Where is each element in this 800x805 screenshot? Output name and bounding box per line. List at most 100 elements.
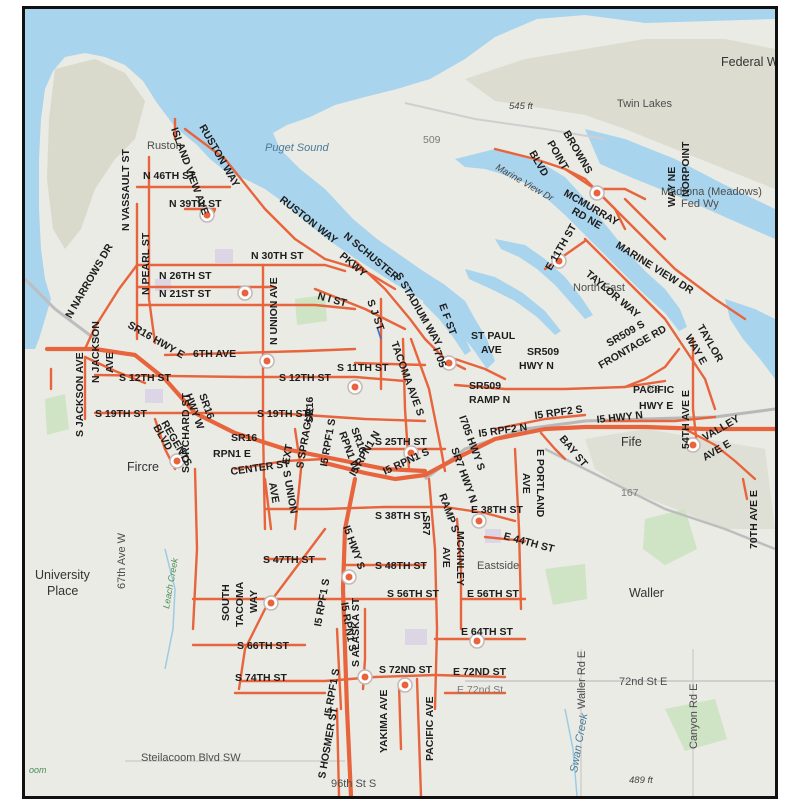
base-creek-swan xyxy=(564,708,578,796)
street-54th-ave: 54TH AVE E xyxy=(680,390,692,449)
route-st-paul-ave[interactable] xyxy=(453,357,507,381)
street-n-vassault: N VASSAULT ST xyxy=(120,149,132,231)
label-puget: Puget Sound xyxy=(265,142,329,154)
green-park-3 xyxy=(665,699,727,751)
street-e-56th: E 56TH ST xyxy=(467,588,520,600)
marker-s-25th[interactable] xyxy=(403,445,419,461)
route-i5-south[interactable] xyxy=(340,476,358,796)
marker-pacific-ave[interactable] xyxy=(397,677,413,693)
route-e-portland-ave[interactable] xyxy=(513,447,523,611)
route-yakima-ave[interactable] xyxy=(397,683,403,751)
route-s-38th-st[interactable] xyxy=(263,505,447,511)
street-sprague-2: EXT xyxy=(280,443,295,466)
route-s-union-ave[interactable] xyxy=(263,477,273,531)
route-n-i-st[interactable] xyxy=(313,287,407,331)
street-s-56th: S 56TH ST xyxy=(387,588,440,600)
street-sr509-ramp-2: RAMP N xyxy=(469,394,510,406)
street-6th-ave: 6TH AVE xyxy=(193,348,236,360)
street-norpoint-2: WAY NE xyxy=(666,167,678,207)
marker-e-11th[interactable] xyxy=(551,253,567,269)
marker-s-11th[interactable] xyxy=(347,379,363,395)
marker-e-38th[interactable] xyxy=(471,513,487,529)
route-i705[interactable] xyxy=(409,337,447,473)
route-s-orchard-st[interactable] xyxy=(191,467,199,631)
route-sr509-frontage[interactable] xyxy=(623,347,681,389)
route-pacific-ave[interactable] xyxy=(415,677,423,796)
route-e-11th-st[interactable] xyxy=(543,239,587,271)
route-valley-ave-e[interactable] xyxy=(683,427,757,481)
route-marine-view-connector[interactable] xyxy=(593,187,647,201)
marker-s-48th[interactable] xyxy=(341,569,357,585)
street-s-66th: S 66TH ST xyxy=(237,640,290,652)
marker-i705[interactable] xyxy=(441,355,457,371)
route-n-schuster-pkwy[interactable] xyxy=(353,259,427,341)
route-network xyxy=(44,117,775,796)
label-fife: Fife xyxy=(621,435,642,449)
street-n-pearl: N PEARL ST xyxy=(140,232,152,295)
route-s-hosmer-st[interactable] xyxy=(335,707,341,796)
base-road-narrows xyxy=(25,277,96,341)
street-n-26th: N 26TH ST xyxy=(159,270,212,282)
route-taylor-way[interactable] xyxy=(583,237,717,411)
route-browns-point-blvd[interactable] xyxy=(493,147,587,181)
marker-s-72nd[interactable] xyxy=(357,669,373,685)
route-e-72nd-st[interactable] xyxy=(433,673,507,679)
route-sr509[interactable] xyxy=(453,379,667,391)
route-70th-ave-e[interactable] xyxy=(741,477,749,501)
route-s-12th-st[interactable] xyxy=(93,373,407,383)
street-n-21st: N 21ST ST xyxy=(159,288,212,300)
label-waller: Waller xyxy=(629,586,664,600)
marker-e-64th[interactable] xyxy=(469,633,485,649)
route-s-72nd-st[interactable] xyxy=(239,673,437,683)
water-hylebos-waterway xyxy=(495,239,593,319)
route-n-30th-st[interactable] xyxy=(135,263,347,273)
marker-browns-point[interactable] xyxy=(589,185,605,201)
route-sr16[interactable] xyxy=(44,346,428,474)
water-thea-foss xyxy=(423,295,471,355)
marker-valley[interactable] xyxy=(685,437,701,453)
route-e-38th-st[interactable] xyxy=(443,505,517,523)
route-i5[interactable] xyxy=(322,424,775,482)
route-blue-segment xyxy=(376,326,382,340)
route-sixth-ave[interactable] xyxy=(163,347,357,357)
map-frame[interactable]: Federal W Puget Sound Twin Lakes 545 ft … xyxy=(22,6,778,799)
building-4 xyxy=(405,629,427,645)
green-park-4 xyxy=(295,295,327,325)
route-bay-st[interactable] xyxy=(539,431,567,461)
route-n-21st-st[interactable] xyxy=(135,303,357,311)
marker-fircrest[interactable] xyxy=(169,453,185,469)
route-s-11th-st[interactable] xyxy=(353,361,427,367)
route-mckinley-ave[interactable] xyxy=(455,517,463,631)
marker-6th-ave[interactable] xyxy=(259,353,275,369)
route-n-narrows-dr[interactable] xyxy=(83,263,139,351)
route-center-st[interactable] xyxy=(233,457,327,471)
route-marine-view-dr[interactable] xyxy=(583,177,747,321)
street-n-30th: N 30TH ST xyxy=(251,250,304,262)
label-elev-489: 489 ft xyxy=(629,775,653,786)
street-s-19th-w: S 19TH ST xyxy=(95,408,148,420)
route-i5-rpf2[interactable] xyxy=(493,413,587,431)
route-n-vassault-st[interactable] xyxy=(147,155,157,345)
route-south-tacoma-way[interactable] xyxy=(237,527,327,691)
water-blair-waterway xyxy=(455,149,687,331)
route-s-19th-st[interactable] xyxy=(93,411,427,423)
route-sr7[interactable] xyxy=(427,477,439,711)
street-sr509-hwy-n-2: HWY N xyxy=(519,360,554,372)
street-s-19th-c: S 19TH ST xyxy=(257,408,310,420)
label-fed-wy: Fed Wy xyxy=(681,198,719,210)
marker-n-union[interactable] xyxy=(237,285,253,301)
marker-south-tacoma[interactable] xyxy=(263,595,279,611)
markers xyxy=(169,185,701,693)
route-norpoint-way-ne[interactable] xyxy=(623,197,667,241)
route-n-union-ave[interactable] xyxy=(261,263,267,531)
route-sr16-hwy-e[interactable] xyxy=(83,355,147,385)
street-south-tacoma-3: WAY xyxy=(248,590,260,613)
route-pacific-hwy-e[interactable] xyxy=(603,415,717,423)
label-university-place-2: Place xyxy=(47,584,78,598)
route-i5-rpn1[interactable] xyxy=(335,627,343,711)
label-road-509: 509 xyxy=(423,134,441,146)
marker-n-39th[interactable] xyxy=(199,207,215,223)
street-70th-ave: 70TH AVE E xyxy=(748,490,760,549)
map-canvas[interactable]: Federal W Puget Sound Twin Lakes 545 ft … xyxy=(25,9,775,796)
street-s-alaska: S ALASKA ST xyxy=(350,597,362,667)
